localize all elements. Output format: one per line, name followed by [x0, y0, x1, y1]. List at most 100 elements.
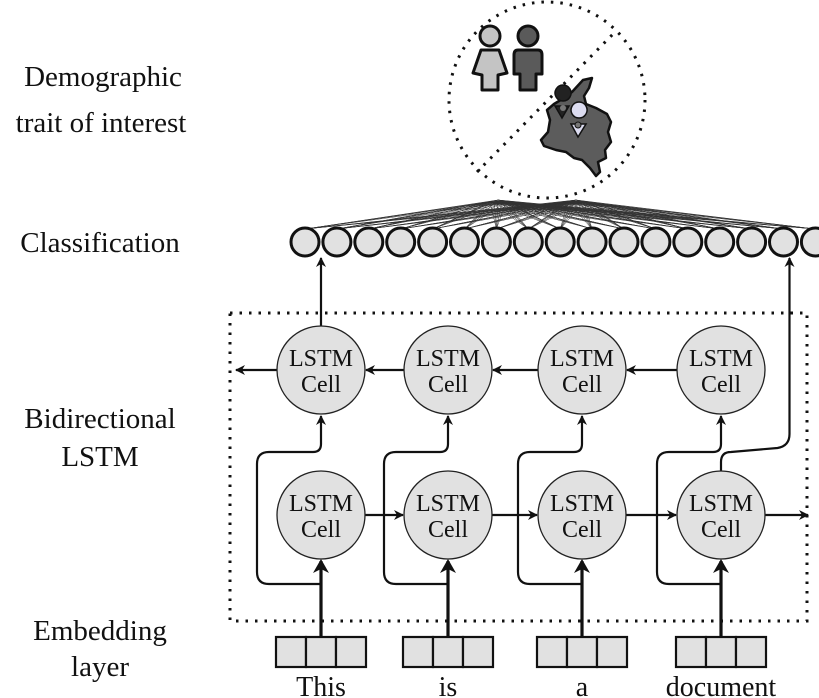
- fan-line: [464, 201, 491, 230]
- classification-unit: [449, 226, 480, 258]
- label-embedding-line2: layer: [71, 651, 129, 683]
- embedding-cell: [595, 635, 629, 669]
- lstm-cell-label-line1: LSTM: [416, 346, 480, 372]
- forward-to-classification-arrow: [719, 257, 795, 471]
- lstm-cell-label-line1: LSTM: [689, 491, 753, 517]
- input-loop-arrow: [516, 415, 587, 586]
- fan-line: [432, 201, 507, 230]
- fan-line: [559, 200, 573, 230]
- fan-line: [464, 200, 495, 230]
- fan-line: [432, 200, 503, 230]
- fan-line: [489, 201, 561, 230]
- classification-unit: [321, 226, 353, 258]
- fan-line: [464, 199, 499, 230]
- fan-line: [496, 200, 503, 230]
- trait-dotted-circle: [447, 0, 647, 200]
- lstm-cell-label-line2: Cell: [562, 517, 602, 543]
- fan-line: [505, 201, 529, 230]
- female-person-icon: [471, 24, 509, 92]
- token-label: is: [439, 672, 458, 698]
- classification-unit: [417, 226, 449, 258]
- lstm-cell-label-line1: LSTM: [550, 491, 614, 517]
- embedding-cell: [334, 635, 368, 669]
- lstm-cell-label-line2: Cell: [301, 517, 341, 543]
- fan-line: [489, 201, 529, 230]
- fan-line: [464, 199, 577, 230]
- fan-line: [505, 201, 816, 230]
- classification-unit: [640, 226, 672, 258]
- fan-line: [505, 201, 561, 230]
- classification-unit: [704, 226, 736, 258]
- input-loop-arrow: [255, 415, 326, 586]
- classification-unit: [799, 226, 819, 258]
- fan-line: [489, 201, 688, 230]
- lstm-cell-label-line2: Cell: [701, 517, 741, 543]
- lstm-cell-circle: [276, 470, 366, 560]
- label-bilstm-line1: Bidirectional: [24, 403, 175, 435]
- lstm-cell-label-line1: LSTM: [289, 346, 353, 372]
- fan-line: [489, 201, 497, 230]
- lstm-cell-label-line1: LSTM: [289, 491, 353, 517]
- lstm-cell-label-line2: Cell: [428, 517, 468, 543]
- fan-line: [496, 201, 507, 230]
- fan-line: [368, 199, 499, 230]
- classification-layer: [289, 226, 819, 258]
- demographic-trait-group: [447, 0, 647, 200]
- embedding-cell: [431, 635, 465, 669]
- embedding-cell: [401, 635, 435, 669]
- classification-fan-lines: [304, 199, 816, 230]
- lstm-cell-circle: [676, 325, 766, 415]
- lstm-cell-circle: [403, 470, 493, 560]
- fan-line: [493, 200, 497, 230]
- embedding-cell: [535, 635, 569, 669]
- fan-line: [489, 201, 593, 230]
- lstm-cell-label-line1: LSTM: [550, 346, 614, 372]
- fan-line: [493, 200, 593, 230]
- lstm-connections: [235, 257, 809, 637]
- embedding-cell: [704, 635, 738, 669]
- lstm-cell-circle: [537, 325, 627, 415]
- fan-line: [583, 201, 784, 230]
- fan-line: [304, 199, 499, 230]
- embedding-vector: a: [535, 635, 629, 698]
- lstm-cell-circle: [676, 470, 766, 560]
- input-loop-arrow: [382, 415, 453, 586]
- classification-unit: [289, 226, 321, 258]
- lstm-cells: LSTMCellLSTMCellLSTMCellLSTMCellLSTMCell…: [276, 325, 766, 560]
- fan-line: [583, 201, 816, 230]
- classification-unit: [736, 226, 768, 258]
- token-label: This: [296, 672, 346, 698]
- male-person-icon: [512, 24, 544, 92]
- embedding-vector: This: [274, 635, 368, 698]
- embedding-cell: [304, 635, 338, 669]
- embedding-vector: document: [666, 635, 776, 698]
- label-demographic-line1: Demographic: [24, 61, 182, 93]
- bilstm-dotted-box: [228, 311, 809, 623]
- lstm-cell-circle: [403, 325, 493, 415]
- embedding-cell: [565, 635, 599, 669]
- classification-unit: [576, 226, 608, 258]
- fan-line: [400, 199, 499, 230]
- fan-line: [464, 201, 507, 230]
- classification-unit: [544, 226, 576, 258]
- fan-line: [505, 201, 784, 230]
- classification-unit: [608, 226, 640, 258]
- lstm-cell-label-line1: LSTM: [689, 346, 753, 372]
- fan-line: [496, 199, 577, 230]
- fan-line: [336, 199, 499, 230]
- colombia-map-icon: [539, 76, 613, 178]
- label-classification: Classification: [20, 227, 180, 259]
- input-loop-arrow: [655, 415, 726, 586]
- lstm-cell-label-line2: Cell: [562, 372, 602, 398]
- classification-unit: [512, 226, 544, 258]
- embedding-cell: [734, 635, 768, 669]
- fan-line: [501, 200, 529, 230]
- fan-line: [304, 201, 507, 230]
